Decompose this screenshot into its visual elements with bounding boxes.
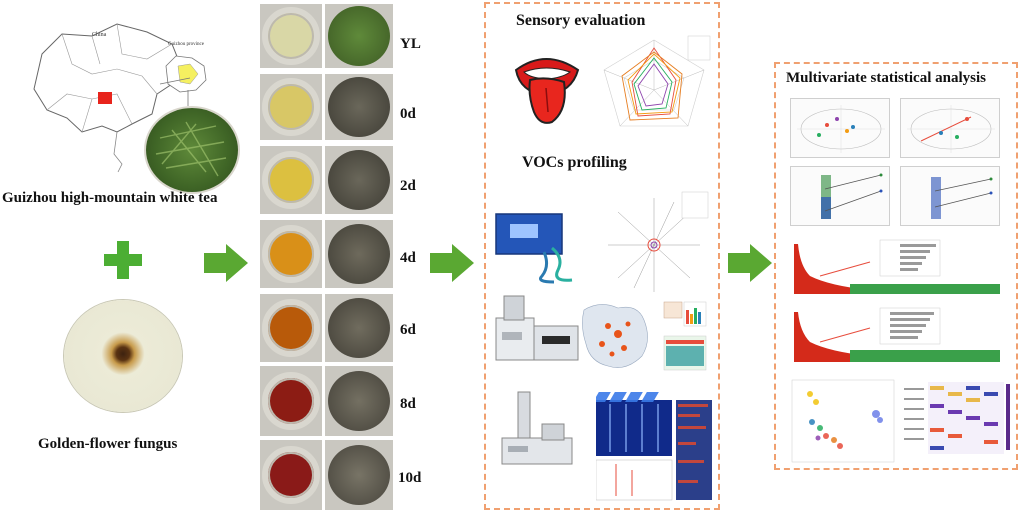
tea-liquor-cup (262, 372, 320, 430)
timeline-panel: YL 0d 2d 4d 6d 8d 10d (258, 0, 422, 513)
score-plot-b (900, 98, 1000, 158)
arrow-right-icon (430, 244, 474, 282)
dry-leaf-sample (328, 224, 390, 284)
timeline-label: 2d (400, 178, 416, 194)
province-label: Guizhou province (168, 42, 204, 47)
timeline-label: 4d (400, 250, 416, 266)
tea-liquor-cup (262, 7, 320, 65)
timeline-label: 6d (400, 322, 416, 338)
tea-liquor-cup (262, 225, 320, 283)
enose-radar-chart (608, 191, 709, 292)
tea-liquor-cup (262, 78, 320, 136)
map-country-label: China (92, 32, 107, 38)
sensory-title: Sensory evaluation (516, 12, 646, 29)
cluster-scatter-plot (790, 378, 896, 464)
tea-leaf-photo (146, 108, 238, 192)
score-plot-a (790, 98, 890, 158)
china-map: China (22, 14, 192, 174)
timeline-label: YL (400, 36, 421, 52)
province-inset: Guizhou province (160, 42, 212, 96)
sensory-radar-chart (603, 35, 711, 127)
vip-bar-plot-b (790, 304, 1004, 366)
gcims-instrument (501, 391, 573, 465)
plus-icon (104, 241, 142, 279)
compound-heatmap (900, 378, 1012, 464)
timeline-label: 8d (400, 396, 416, 412)
dry-leaf-sample (328, 150, 390, 210)
tea-liquor-cup (262, 299, 320, 357)
arrow-right-icon (204, 244, 248, 282)
mouth-tongue-icon (514, 58, 580, 124)
permutation-plot-a (790, 166, 890, 226)
analysis-box: Sensory evaluation VOCs profiling (484, 2, 720, 510)
dry-leaf-sample (328, 77, 390, 137)
vocs-title: VOCs profiling (522, 154, 627, 171)
dry-leaf-sample (328, 371, 390, 431)
gcims-heatmap (596, 392, 712, 501)
electronic-nose-device (495, 213, 573, 284)
fungus-title: Golden-flower fungus (38, 436, 178, 452)
fungus-petri-dish-photo (64, 300, 182, 412)
tea-title: Guizhou high-mountain white tea (2, 190, 218, 206)
timeline-label: 0d (400, 106, 416, 122)
vocs-multiplot (582, 301, 707, 371)
callout-line (159, 77, 191, 106)
multivariate-box: Multivariate statistical analysis (774, 62, 1018, 470)
dry-leaf-sample (328, 298, 390, 358)
vip-bar-plot-a (790, 236, 1004, 298)
dry-leaf-sample (328, 6, 390, 66)
permutation-plot-b (900, 166, 1000, 226)
arrow-right-icon (728, 244, 772, 282)
gcms-instrument (495, 295, 579, 361)
tea-liquor-cup (262, 151, 320, 209)
timeline-label: 10d (398, 470, 422, 486)
mva-title: Multivariate statistical analysis (786, 70, 986, 86)
guizhou-highlight (98, 92, 112, 104)
dry-leaf-sample (328, 445, 390, 505)
tea-liquor-cup (262, 446, 320, 504)
